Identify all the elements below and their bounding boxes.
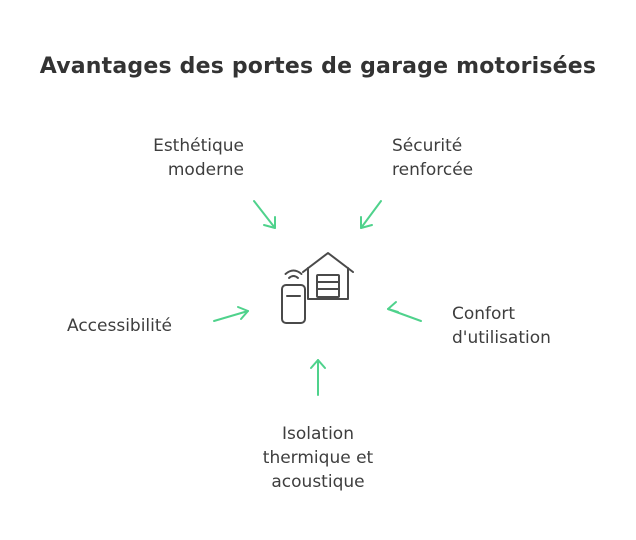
arrow-isolation	[310, 359, 326, 396]
diagram-title: Avantages des portes de garage motorisée…	[39, 54, 597, 79]
benefit-label-line: Isolation	[282, 424, 354, 444]
benefit-label-line: renforcée	[392, 160, 474, 180]
benefit-label-esthetique: Esthétique moderne	[153, 134, 244, 182]
benefit-label-line: acoustique	[271, 472, 365, 492]
benefit-label-line: moderne	[167, 160, 244, 180]
garage-remote-icon	[281, 252, 354, 324]
arrow-esthetique	[253, 200, 276, 229]
benefit-label-line: Esthétique	[153, 136, 244, 156]
arrow-accessibilite	[213, 306, 249, 322]
benefit-label-line: thermique et	[262, 448, 374, 468]
arrow-securite	[360, 200, 382, 229]
benefit-label-accessibilite: Accessibilité	[67, 314, 172, 338]
benefit-label-line: d'utilisation	[452, 328, 551, 348]
arrow-confort	[387, 301, 422, 322]
benefit-label-line: Confort	[452, 304, 516, 324]
benefit-label-line: Sécurité	[392, 136, 463, 156]
benefit-label-line: Accessibilité	[67, 316, 173, 336]
benefit-label-confort: Confort d'utilisation	[452, 302, 551, 350]
benefit-label-isolation: Isolation thermique et acoustique	[218, 422, 418, 494]
benefit-label-securite: Sécurité renforcée	[392, 134, 473, 182]
